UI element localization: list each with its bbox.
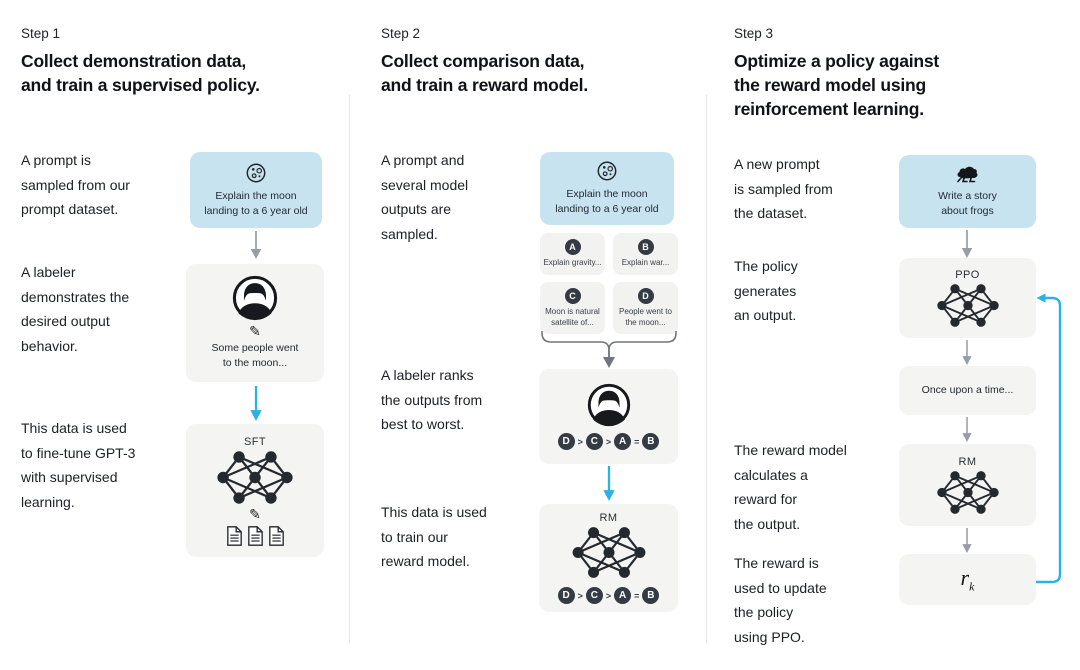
- arrow-down-cyan-icon: [601, 466, 617, 502]
- option-text: Moon is natural satellite of...: [545, 306, 600, 327]
- rank-letter-badge: D: [557, 433, 575, 450]
- step3-reward-model-box: RM: [899, 444, 1036, 526]
- document-icon: [268, 526, 285, 546]
- step2-title: Collect comparison data, and train a rew…: [381, 51, 588, 95]
- step1-labeler-box: ✎ Some people went to the moon...: [186, 264, 324, 382]
- step2-prompt-box: Explain the moon landing to a 6 year old: [540, 152, 674, 225]
- rank-operator: >: [605, 590, 612, 601]
- step2-paragraph-data: This data is used to train our reward mo…: [381, 504, 487, 569]
- ranking-row: D > C > A = B: [557, 433, 660, 450]
- step2-prompt-text: Explain the moon landing to a 6 year old: [555, 188, 659, 215]
- step1-sft-model-box: SFT ✎: [186, 424, 324, 557]
- document-icon: [247, 526, 264, 546]
- rank-letter-badge: C: [585, 433, 603, 450]
- option-text: People went to the moon...: [619, 306, 672, 327]
- step3-prompt-text: Write a story about frogs: [938, 190, 997, 217]
- arrow-down-icon: [960, 417, 974, 442]
- reward-symbol: rk: [960, 564, 975, 594]
- document-icon: [226, 526, 243, 546]
- moon-icon: [596, 160, 618, 182]
- rank-operator: >: [605, 436, 612, 447]
- pencil-icon: ✎: [249, 323, 261, 340]
- output-option-b: B Explain war...: [613, 233, 678, 275]
- column-divider-1: [349, 95, 350, 643]
- step1-prompt-box: Explain the moon landing to a 6 year old: [190, 152, 322, 228]
- rank-operator: =: [634, 590, 640, 601]
- rank-letter-badge: D: [557, 587, 575, 604]
- rm-label: RM: [958, 455, 977, 468]
- step2-reward-model-box: RM D > C > A = B: [539, 504, 678, 612]
- model-outputs-grid: A Explain gravity... B Explain war... C …: [540, 233, 678, 335]
- rank-letter-badge: C: [585, 587, 603, 604]
- arrow-down-cyan-icon: [248, 386, 264, 422]
- step1-prompt-text: Explain the moon landing to a 6 year old: [204, 189, 308, 217]
- step1-paragraph-labeler: A labeler demonstrates the desired outpu…: [21, 264, 130, 354]
- step2-label: Step 2: [381, 26, 421, 41]
- step3-paragraph-prompt: A new prompt is sampled from the dataset…: [734, 156, 833, 221]
- step2-labeler-rank-box: D > C > A = B: [539, 369, 678, 464]
- step3-paragraph-reward: The reward model calculates a reward for…: [734, 442, 847, 532]
- step1-label: Step 1: [21, 26, 61, 41]
- step2-paragraph-prompt: A prompt and several model outputs are s…: [381, 152, 469, 242]
- neural-network-icon: [572, 526, 646, 579]
- frog-icon: [955, 164, 981, 184]
- rank-letter-badge: B: [642, 587, 660, 604]
- step3-output-text: Once upon a time...: [921, 384, 1014, 397]
- column-divider-2: [706, 95, 707, 643]
- rank-operator: >: [577, 590, 583, 601]
- documents-row: [226, 526, 285, 546]
- step3-prompt-box: Write a story about frogs: [899, 155, 1036, 228]
- ppo-label: PPO: [955, 268, 980, 281]
- step2-paragraph-rank: A labeler ranks the outputs from best to…: [381, 367, 483, 432]
- rm-label: RM: [599, 512, 618, 524]
- neural-network-icon: [217, 450, 293, 505]
- option-letter-badge: A: [564, 239, 581, 255]
- arrow-down-icon: [960, 528, 974, 553]
- moon-icon: [245, 162, 267, 184]
- output-option-d: D People went to the moon...: [613, 281, 678, 335]
- rank-operator: >: [577, 436, 583, 447]
- arrow-down-icon: [249, 231, 263, 259]
- option-letter-badge: D: [637, 287, 654, 304]
- output-option-c: C Moon is natural satellite of...: [540, 281, 605, 335]
- option-text: Explain war...: [621, 258, 670, 267]
- rank-letter-badge: A: [614, 433, 632, 450]
- neural-network-icon: [937, 283, 999, 328]
- option-letter-badge: C: [564, 287, 581, 304]
- feedback-loop-arrow-icon: [1036, 293, 1062, 584]
- step1-demo-text: Some people went to the moon...: [211, 342, 299, 369]
- neural-network-icon: [937, 470, 999, 515]
- rank-letter-badge: A: [614, 587, 632, 604]
- step3-reward-value-box: rk: [899, 554, 1036, 605]
- ranking-row: D > C > A = B: [557, 587, 660, 604]
- arrow-down-icon: [960, 340, 974, 365]
- option-text: Explain gravity...: [543, 258, 602, 267]
- step1-paragraph-data: This data is used to fine-tune GPT-3 wit…: [21, 420, 136, 510]
- rank-letter-badge: B: [642, 433, 660, 450]
- step3-ppo-policy-box: PPO: [899, 258, 1036, 338]
- labeler-icon: [587, 383, 631, 427]
- sft-label: SFT: [244, 435, 266, 448]
- step3-output-box: Once upon a time...: [899, 366, 1036, 415]
- step3-label: Step 3: [734, 26, 774, 41]
- step1-paragraph-prompt: A prompt is sampled from our prompt data…: [21, 152, 130, 217]
- arrow-down-icon: [960, 230, 974, 258]
- step3-paragraph-policy: The policy generates an output.: [734, 258, 798, 323]
- option-letter-badge: B: [637, 239, 654, 255]
- step3-title: Optimize a policy against the reward mod…: [734, 51, 940, 119]
- step3-paragraph-update: The reward is used to update the policy …: [734, 555, 827, 645]
- merge-brace-arrow-icon: [541, 331, 677, 368]
- labeler-icon: [232, 275, 278, 321]
- step1-title: Collect demonstration data, and train a …: [21, 51, 260, 95]
- rank-operator: =: [634, 436, 640, 447]
- pencil-icon: ✎: [249, 505, 261, 522]
- output-option-a: A Explain gravity...: [540, 233, 605, 275]
